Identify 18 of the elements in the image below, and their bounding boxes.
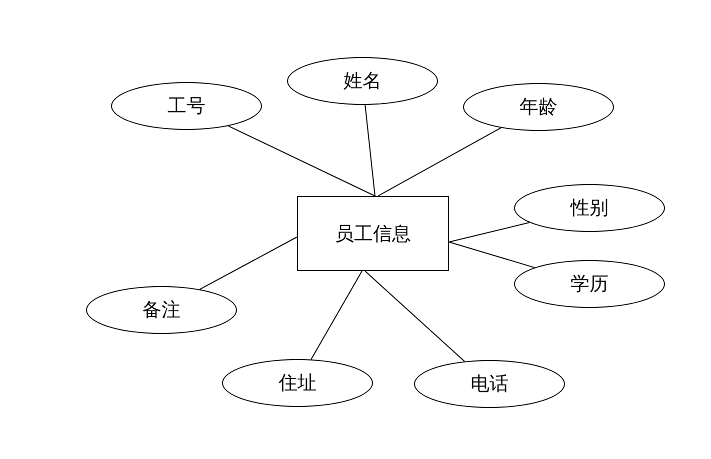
connector-line bbox=[228, 125, 376, 196]
attribute-name: 住址 bbox=[278, 371, 316, 396]
connector-line bbox=[310, 270, 362, 360]
connector-line bbox=[364, 270, 466, 362]
attribute-name: 学历 bbox=[570, 272, 608, 297]
attribute-name: 性别 bbox=[570, 196, 608, 221]
attribute-name: 电话 bbox=[470, 372, 508, 397]
entity-name: 员工信息 bbox=[335, 222, 411, 246]
attribute-name: 备注 bbox=[142, 298, 180, 323]
connector-line bbox=[448, 222, 530, 242]
connector-line bbox=[199, 236, 298, 290]
connector-line bbox=[448, 242, 535, 268]
connector-line bbox=[378, 127, 502, 196]
attribute-name: 姓名 bbox=[344, 69, 382, 94]
connector-line bbox=[364, 104, 376, 196]
entity-box bbox=[297, 196, 449, 271]
attribute-name: 工号 bbox=[168, 94, 206, 119]
attribute-name: 年龄 bbox=[520, 95, 558, 120]
